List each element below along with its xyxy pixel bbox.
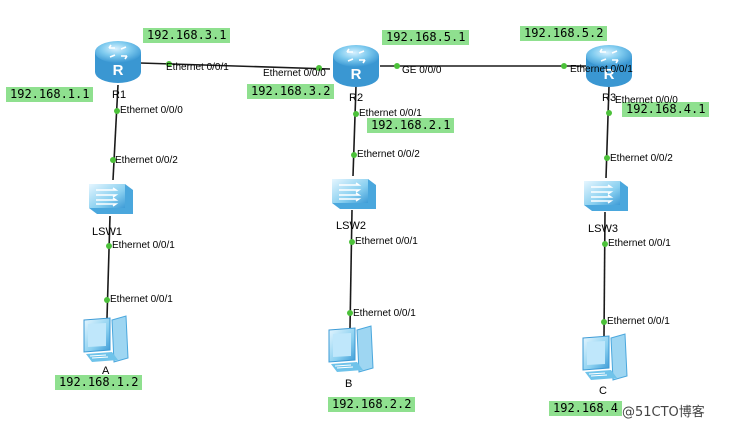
device-name-pc-b: B	[345, 378, 353, 390]
router-letter: R	[113, 62, 124, 79]
port-dot	[351, 152, 357, 158]
device-name-r1: R1	[112, 89, 127, 101]
ip-r3-e001: 192.168.5.2	[520, 26, 608, 41]
port-label-lsw3-e002: Ethernet 0/0/2	[610, 153, 673, 164]
port-dot	[114, 108, 120, 114]
device-name-r2: R2	[349, 92, 364, 104]
switch-lsw1-icon[interactable]	[89, 184, 133, 214]
device-name-pc-c: C	[599, 385, 607, 397]
link-lsw3-pcc	[603, 211, 606, 337]
port-label-r2-e000: Ethernet 0/0/0	[263, 68, 326, 79]
pc-a-icon[interactable]	[83, 315, 129, 363]
port-dot	[347, 310, 353, 316]
switch-lsw3-icon[interactable]	[584, 181, 628, 211]
pc-c-icon[interactable]	[582, 333, 628, 381]
ip-pc-c: 192.168.4	[549, 401, 623, 416]
port-label-r3-e000: Ethernet 0/0/0	[615, 95, 678, 106]
links	[106, 62, 610, 337]
port-label-pcb-e001: Ethernet 0/0/1	[353, 308, 416, 319]
port-dot	[606, 110, 612, 116]
link-r2-lsw2	[352, 85, 357, 177]
port-label-lsw2-e002: Ethernet 0/0/2	[357, 149, 420, 160]
ip-r2-e001: 192.168.2.1	[367, 118, 455, 133]
link-r3-lsw3	[605, 85, 610, 179]
router-r2-icon[interactable]: R	[333, 45, 379, 87]
ip-r3-e000: 192.168.4.1	[622, 102, 710, 117]
pc-b-icon[interactable]	[328, 325, 374, 373]
watermark: @51CTO博客	[622, 405, 705, 420]
router-letter: R	[351, 66, 362, 83]
ip-r2-ge000: 192.168.5.1	[382, 30, 470, 45]
ip-pc-a: 192.168.1.2	[55, 375, 143, 390]
ip-r1-e001: 192.168.3.1	[143, 28, 231, 43]
link-lsw2-pcb	[349, 209, 353, 329]
port-dot	[316, 65, 322, 71]
device-name-lsw1: LSW1	[92, 226, 122, 238]
router-letter: R	[604, 66, 615, 83]
port-dot	[602, 241, 608, 247]
link-r1-lsw1	[112, 84, 119, 181]
port-dot	[349, 239, 355, 245]
port-label-r2-ge000: GE 0/0/0	[402, 65, 442, 76]
port-label-pcc-e001: Ethernet 0/0/1	[607, 316, 670, 327]
port-label-pca-e001: Ethernet 0/0/1	[110, 294, 173, 305]
ip-pc-b: 192.168.2.2	[328, 397, 416, 412]
port-label-r2-e001: Ethernet 0/0/1	[359, 108, 422, 119]
switch-lsw2-icon[interactable]	[332, 179, 376, 209]
port-dot	[601, 319, 607, 325]
port-label-r3-e001: Ethernet 0/0/1	[570, 64, 633, 75]
device-name-lsw3: LSW3	[588, 223, 618, 235]
router-r3-icon[interactable]: R	[586, 45, 632, 87]
port-dot	[561, 63, 567, 69]
device-name-r3: R3	[602, 92, 617, 104]
port-label-lsw1-e001: Ethernet 0/0/1	[112, 240, 175, 251]
device-name-lsw2: LSW2	[336, 220, 366, 232]
ip-r1-e000: 192.168.1.1	[6, 87, 94, 102]
port-label-r1-e001: Ethernet 0/0/1	[166, 62, 229, 73]
router-r1-icon[interactable]: R	[95, 41, 141, 83]
port-dots	[104, 61, 612, 325]
port-dot	[394, 63, 400, 69]
port-label-lsw2-e001: Ethernet 0/0/1	[355, 236, 418, 247]
device-name-pc-a: A	[102, 365, 110, 377]
port-dot	[106, 243, 112, 249]
port-dot	[110, 157, 116, 163]
ip-r2-e000: 192.168.3.2	[247, 84, 335, 99]
port-label-lsw1-e002: Ethernet 0/0/2	[115, 155, 178, 166]
port-dot	[104, 297, 110, 303]
port-dot	[166, 61, 172, 67]
port-label-r1-e000: Ethernet 0/0/0	[120, 105, 183, 116]
port-dot	[353, 111, 359, 117]
port-label-lsw3-e001: Ethernet 0/0/1	[608, 238, 671, 249]
port-dot	[604, 155, 610, 161]
